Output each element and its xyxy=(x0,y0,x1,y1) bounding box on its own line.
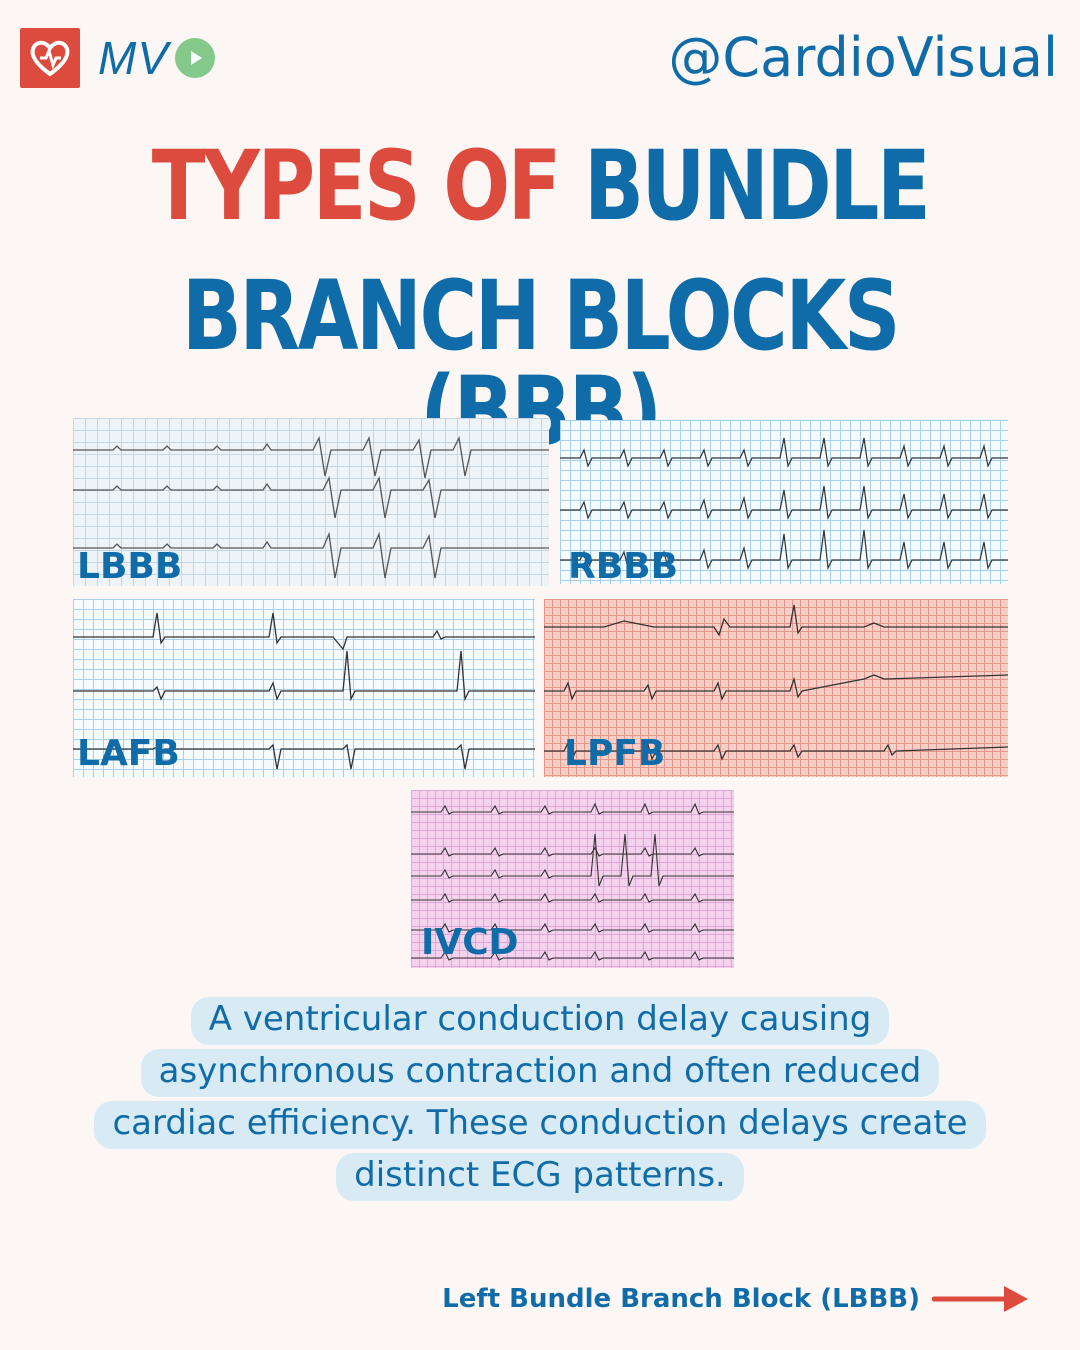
ecg-trace-rbbb xyxy=(560,437,1008,571)
ecg-label-rbbb: RBBB xyxy=(568,546,679,584)
title-blue-part: BUNDLE xyxy=(583,130,931,242)
brand-logo: MV xyxy=(20,28,215,88)
description-box: A ventricular conduction delay causing a… xyxy=(90,993,990,1201)
play-icon xyxy=(175,38,215,78)
page-title-line-1: TYPES OF BUNDLE xyxy=(97,138,983,234)
next-slide-label: Left Bundle Branch Block (LBBB) xyxy=(442,1284,920,1314)
next-slide-link[interactable]: Left Bundle Branch Block (LBBB) xyxy=(442,1282,1030,1316)
social-handle: @CardioVisual xyxy=(668,26,1058,89)
ecg-strip-lafb: LAFB xyxy=(73,599,535,777)
title-red-part: TYPES OF xyxy=(151,130,562,242)
page-title-line-2: BRANCH BLOCKS (BBB) xyxy=(181,260,901,468)
brand-logo-text: MV xyxy=(98,32,169,84)
ecg-trace-ivcd xyxy=(411,802,734,961)
ecg-label-lpfb: LPFB xyxy=(564,733,666,774)
arrow-right-icon xyxy=(932,1286,1028,1312)
ecg-label-lafb: LAFB xyxy=(77,733,180,774)
ecg-label-ivcd: IVCD xyxy=(421,922,519,963)
ecg-label-lbbb: LBBB xyxy=(77,546,183,586)
ecg-trace-lafb xyxy=(73,612,535,770)
ecg-strip-lpfb: LPFB xyxy=(544,599,1008,777)
ecg-trace-lbbb xyxy=(73,435,549,579)
ecg-strip-rbbb: RBBB xyxy=(560,420,1008,584)
description-text: A ventricular conduction delay causing a… xyxy=(94,997,986,1201)
ecg-trace-lpfb xyxy=(544,604,1008,761)
ecg-strip-lbbb: LBBB xyxy=(73,418,549,586)
heart-logo-icon xyxy=(20,28,80,88)
ecg-strip-ivcd: IVCD xyxy=(411,790,734,968)
